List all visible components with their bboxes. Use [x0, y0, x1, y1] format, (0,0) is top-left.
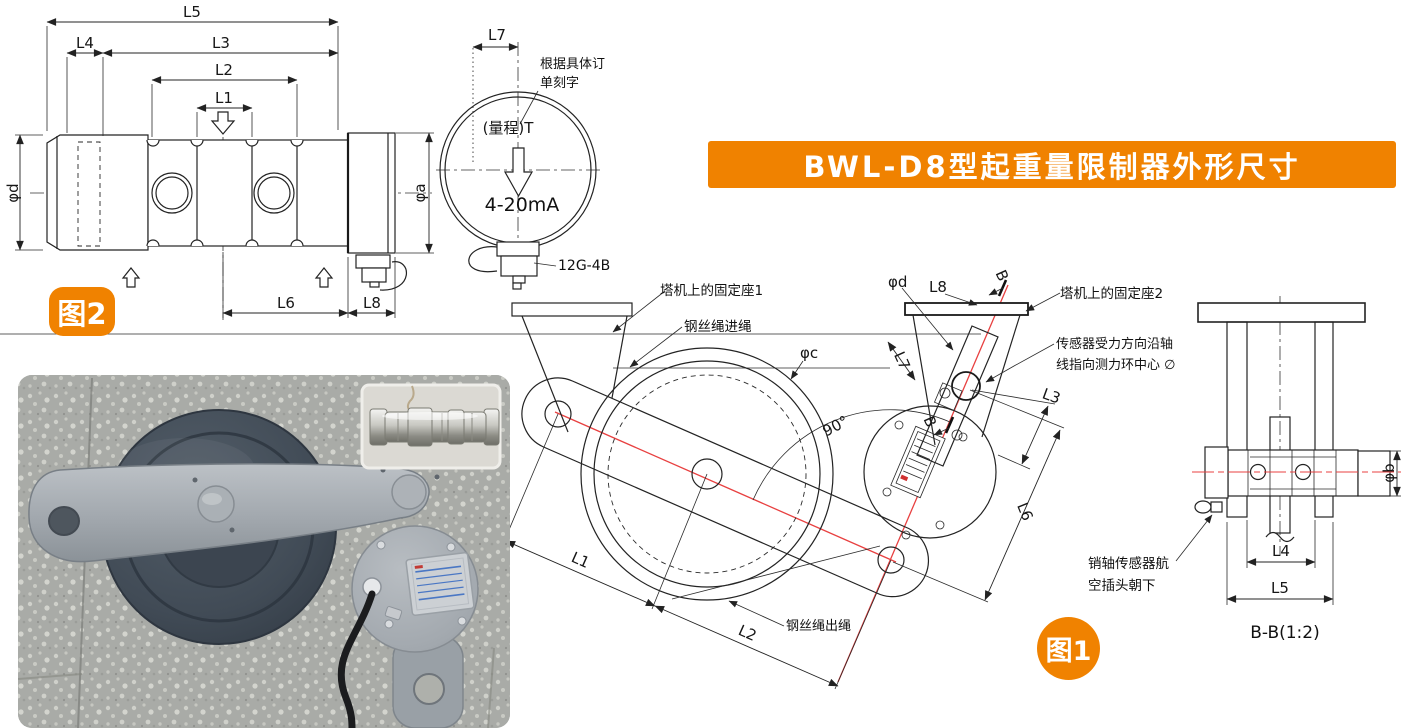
fig1-l3-label: L3: [1040, 385, 1063, 408]
support-arrow-icon: [121, 267, 141, 288]
fig1-l7-label: L7: [890, 349, 914, 373]
sensor-cable: [337, 590, 376, 728]
link-arm: [521, 377, 930, 598]
force-note-line2: 线指向测力环中心 ∅: [1056, 357, 1175, 373]
seat1-label: 塔机上的固定座1: [660, 283, 763, 299]
rope-axis-redline: [554, 411, 897, 563]
dim-label-phi-d: φd: [4, 183, 22, 202]
nameplate: [890, 425, 946, 499]
force-note-line1: 传感器受力方向沿轴: [1056, 336, 1173, 352]
plug-note-line2: 空插头朝下: [1088, 578, 1156, 594]
bb-l5-label: L5: [1271, 579, 1289, 597]
sensor-nameplate: [405, 552, 475, 616]
tower-bracket1: [511, 302, 633, 317]
gauge-end-view-drawing: L7 根据具体订 单刻字 (量程)T 4-20mA 12G-4B: [436, 26, 610, 292]
cotter-pin: [1194, 500, 1212, 514]
cable-loop: [468, 246, 498, 273]
inset-pin-photo: [360, 383, 502, 470]
phi-c-label: φc: [800, 344, 818, 362]
output-label: 4-20mA: [485, 194, 560, 216]
angle-arc: [752, 409, 951, 501]
title-banner: BWL-D8型起重量限制器外形尺寸: [708, 141, 1396, 188]
dim-label-l3: L3: [212, 34, 230, 52]
engraving-note-line2: 单刻字: [540, 76, 579, 91]
dim-label-l4: L4: [76, 34, 94, 52]
product-photo: [18, 375, 510, 728]
force-ring: [951, 371, 981, 401]
sensor-housing: [863, 405, 997, 540]
fig1-dimensions: L1 L2 L3 L6: [502, 385, 1065, 690]
figure1-badge-label: 图1: [1045, 636, 1092, 667]
link-arm-photo: [28, 463, 440, 563]
figure1-assembly-drawing: B B 塔机上的固定座1 钢丝绳进绳 φc 塔机上的固定座2 传感器受力方向沿轴…: [0, 267, 1213, 690]
down-arrow-icon: [503, 147, 534, 198]
figure2-badge-label: 图2: [57, 296, 107, 331]
banner-title: BWL-D8型起重量限制器外形尺寸: [803, 149, 1301, 184]
seat2-label: 塔机上的固定座2: [1060, 286, 1163, 302]
dim-label-l6: L6: [277, 294, 295, 312]
bb-flange: [1197, 302, 1366, 323]
arm-pin-cap: [391, 474, 427, 510]
connector-block: [355, 254, 391, 269]
sensor-photo: [351, 525, 479, 728]
support-arrow-icon: [314, 267, 334, 288]
figure1-badge: 图1: [1037, 617, 1100, 680]
fig2-dimensions: L5 L4 L3 L2 L1 L6 L8 φd: [4, 3, 434, 318]
plug-note-line1: 销轴传感器航: [1088, 555, 1169, 572]
bb-l4-label: L4: [1272, 542, 1290, 560]
pulley-wheel: [580, 347, 834, 601]
dim-label-l7: L7: [488, 26, 506, 44]
section-mark-b-top: B: [992, 267, 1013, 284]
bb-dimensions: φb L4 L5: [1226, 450, 1401, 605]
fig1-l2-label: L2: [736, 621, 760, 645]
rope-out-label: 钢丝绳出绳: [786, 619, 851, 634]
bb-phi-b-label: φb: [1380, 463, 1398, 482]
fig1-l6-label: L6: [1013, 500, 1036, 523]
figure2-badge: 图2: [49, 287, 115, 336]
fig1-l1-label: L1: [569, 548, 593, 572]
arm-eye-hole: [48, 506, 80, 536]
product-photo-render: [18, 375, 510, 728]
bb-title: B-B(1:2): [1250, 623, 1319, 643]
load-arrow-icon: [210, 111, 236, 135]
dim-label-l8: L8: [363, 294, 381, 312]
dim-label-l5: L5: [183, 3, 201, 21]
load-pin: [916, 325, 999, 467]
tower-bracket2: [0, 302, 1029, 467]
fig1-l8-label: L8: [929, 278, 947, 296]
engraving-note-line1: 根据具体订: [540, 57, 605, 72]
range-label: (量程)T: [483, 119, 535, 137]
dim-label-phi-a: φa: [411, 183, 429, 202]
cable-loop: [379, 261, 407, 291]
arm-center-boss: [197, 485, 235, 523]
dim-label-l1: L1: [215, 89, 233, 107]
rope-in-label: 钢丝绳进绳: [684, 319, 752, 335]
section-mark-b-bottom: B: [920, 413, 941, 430]
dim-label-l2: L2: [215, 61, 233, 79]
figure2-load-pin-drawing: L5 L4 L3 L2 L1 L6 L8 φd: [4, 3, 434, 320]
bb-load-pin: [1194, 446, 1391, 514]
section-bb-drawing: φb L4 L5 B-B(1:2): [1192, 296, 1401, 643]
connector-type-label: 12G-4B: [558, 258, 610, 274]
tongue-hole: [413, 673, 445, 705]
fig1-phi-d-label: φd: [888, 273, 907, 291]
